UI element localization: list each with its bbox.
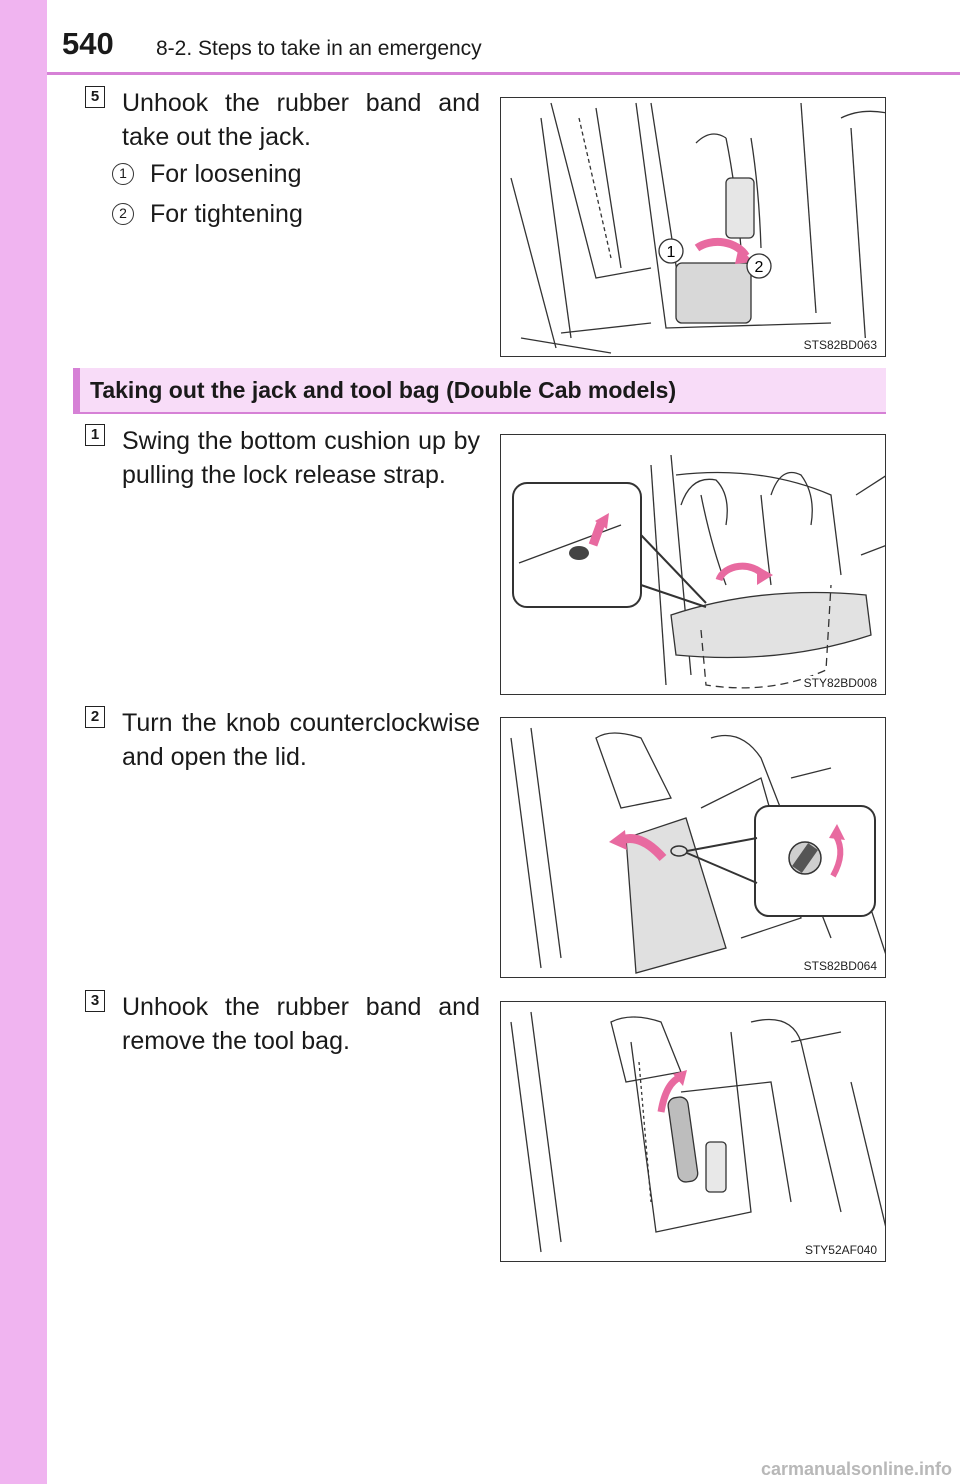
step-number-box: 3 xyxy=(85,990,105,1012)
callout-2: 2 xyxy=(755,259,764,276)
figure-code: STS82BD064 xyxy=(801,959,879,973)
section-title: Taking out the jack and tool bag (Double… xyxy=(90,377,677,403)
chapter-title: 8-2. Steps to take in an emergency xyxy=(156,37,482,60)
watermark: carmanualsonline.info xyxy=(760,1459,952,1479)
step-number-box: 2 xyxy=(85,706,105,728)
step-5-text: Unhook the rubber band and take out the … xyxy=(122,89,480,151)
figure-code: STY82BD008 xyxy=(801,676,879,690)
step-2-text: Turn the knob counterclockwise and open … xyxy=(122,709,480,771)
figure-code: STS82BD063 xyxy=(801,338,879,352)
section-heading: Taking out the jack and tool bag (Double… xyxy=(73,368,886,414)
tool-bag-illustration: STY52AF040 xyxy=(500,1001,886,1262)
item-marker: 1 xyxy=(112,163,134,185)
step-3-text: Unhook the rubber band and remove the to… xyxy=(122,993,480,1055)
step-number-box: 5 xyxy=(85,86,105,108)
lid-knob-illustration: STS82BD064 xyxy=(500,717,886,978)
figure-code: STY52AF040 xyxy=(802,1243,879,1257)
step-1-text: Swing the bottom cushion up by pulling t… xyxy=(122,427,480,489)
header-rule xyxy=(47,72,960,75)
step-number-box: 1 xyxy=(85,424,105,446)
item-marker: 2 xyxy=(112,203,134,225)
side-tab-bar xyxy=(0,0,47,1484)
jack-illustration: 1 2 STS82BD063 xyxy=(500,97,886,357)
item-tightening: For tightening xyxy=(150,200,303,228)
page-number: 540 xyxy=(62,26,114,61)
seat-cushion-illustration: STY82BD008 xyxy=(500,434,886,695)
item-loosening: For loosening xyxy=(150,160,302,188)
callout-1: 1 xyxy=(667,244,676,261)
